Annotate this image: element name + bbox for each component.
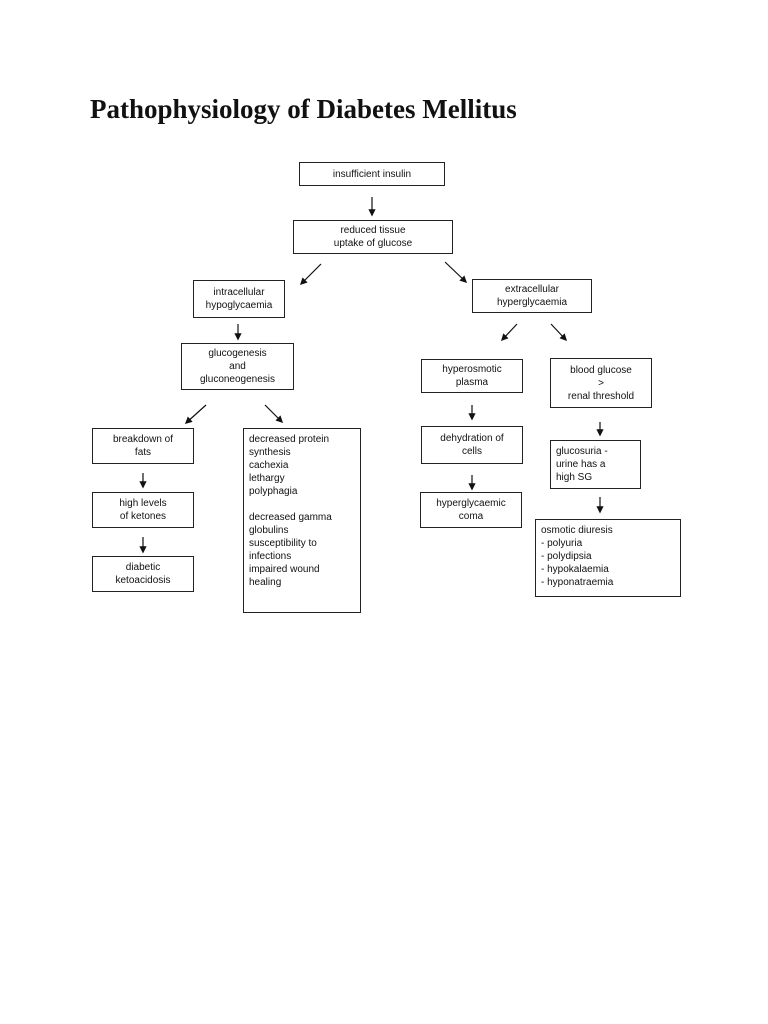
arrow-glucogenesis-to-protein (264, 404, 284, 424)
node-reduced-uptake: reduced tissue uptake of glucose (293, 220, 453, 254)
node-osmotic-diuresis: osmotic diuresis - polyuria - polydipsia… (535, 519, 681, 597)
node-hyperosmotic-plasma: hyperosmotic plasma (421, 359, 523, 393)
arrow-uptake-to-intracellular (299, 263, 322, 286)
node-blood-glucose: blood glucose > renal threshold (550, 358, 652, 408)
arrow-extracellular-to-bloodglucose (550, 323, 567, 342)
node-breakdown-of-fats: breakdown of fats (92, 428, 194, 464)
node-glucogenesis: glucogenesis and gluconeogenesis (181, 343, 294, 390)
node-intracellular-hypoglycaemia: intracellular hypoglycaemia (193, 280, 285, 318)
arrow-glucogenesis-to-fats (184, 404, 207, 424)
arrow-uptake-to-extracellular (444, 261, 468, 283)
node-glucosuria: glucosuria - urine has a high SG (550, 440, 641, 489)
node-insufficient-insulin: insufficient insulin (299, 162, 445, 186)
node-hyperglycaemic-coma: hyperglycaemic coma (420, 492, 522, 528)
node-decreased-protein: decreased protein synthesis cachexia let… (243, 428, 361, 613)
node-high-ketones: high levels of ketones (92, 492, 194, 528)
page-title: Pathophysiology of Diabetes Mellitus (90, 94, 517, 124)
node-dehydration-of-cells: dehydration of cells (421, 426, 523, 464)
node-extracellular-hyperglycaemia: extracellular hyperglycaemia (472, 279, 592, 313)
arrow-extracellular-to-hyperosmotic (501, 323, 518, 342)
node-diabetic-ketoacidosis: diabetic ketoacidosis (92, 556, 194, 592)
